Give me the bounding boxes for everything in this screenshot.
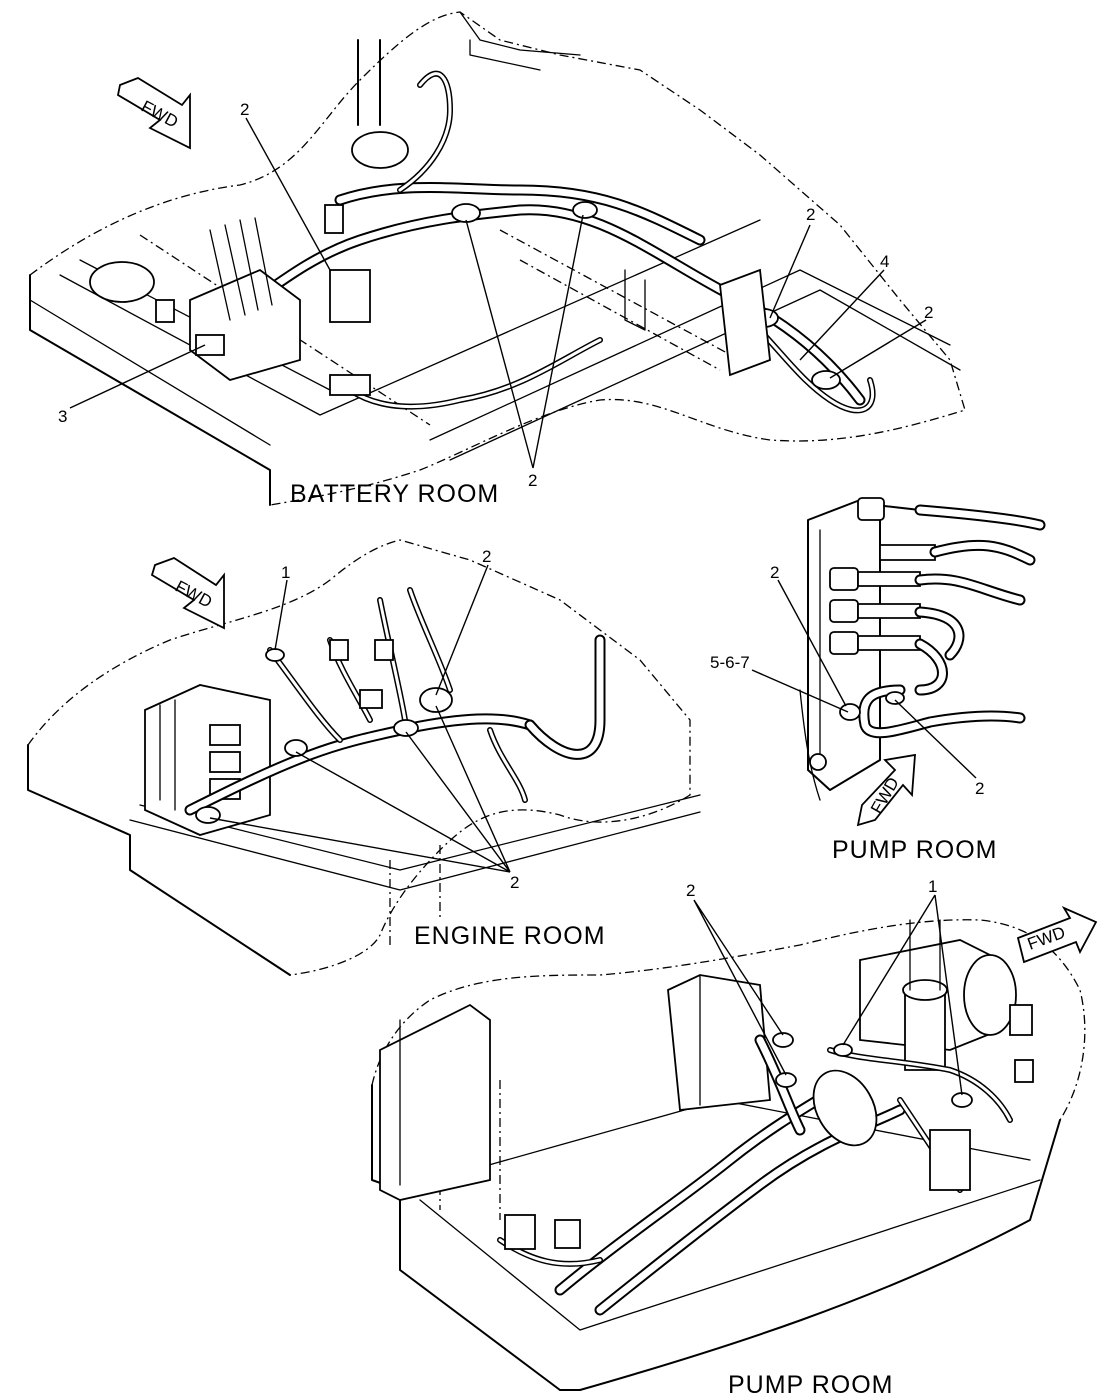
pump-room-detail-callout: 5-6-7 <box>710 653 750 672</box>
pump-room-view: FWD 2 1 PUMP ROOM <box>371 877 1098 1399</box>
battery-room-caption: BATTERY ROOM <box>290 480 499 508</box>
engine-room-caption: ENGINE ROOM <box>414 922 606 950</box>
pump-room-detail-callout: 2 <box>975 779 984 798</box>
engine-room-fwd-arrow: FWD <box>150 557 225 630</box>
battery-room-fwd-arrow: FWD <box>116 76 191 150</box>
pump-room-fwd-arrow: FWD <box>1016 906 1098 964</box>
battery-room-callout: 2 <box>806 205 815 224</box>
pump-room-detail-caption: PUMP ROOM <box>832 836 998 864</box>
battery-room-boundary <box>29 11 966 506</box>
engine-room-callout: 2 <box>510 873 519 892</box>
battery-room-callout: 2 <box>924 303 933 322</box>
pump-room-callout: 2 <box>686 881 695 900</box>
pump-room-caption: PUMP ROOM <box>728 1371 894 1399</box>
pump-room-detail-view: FWD 2 5-6-7 2 PUMP ROOM <box>710 497 1046 864</box>
pump-room-callout: 1 <box>928 877 937 896</box>
battery-room-callout: 3 <box>58 407 67 426</box>
battery-room-callout: 2 <box>528 471 537 490</box>
pump-room-detail-fwd-arrow: FWD <box>856 753 916 827</box>
engine-room-view: FWD 1 2 2 ENGINE ROOM <box>27 539 701 976</box>
battery-room-view: FWD 2 2 4 2 3 2 BATTERY ROOM <box>29 11 966 508</box>
battery-room-callout: 2 <box>240 100 249 119</box>
battery-room-callout: 4 <box>880 252 889 271</box>
engine-room-callout: 2 <box>482 547 491 566</box>
engine-room-callout: 1 <box>281 563 290 582</box>
pump-room-boundary <box>371 919 1086 1121</box>
pump-room-detail-callout: 2 <box>770 563 779 582</box>
engine-room-boundary <box>27 539 691 976</box>
